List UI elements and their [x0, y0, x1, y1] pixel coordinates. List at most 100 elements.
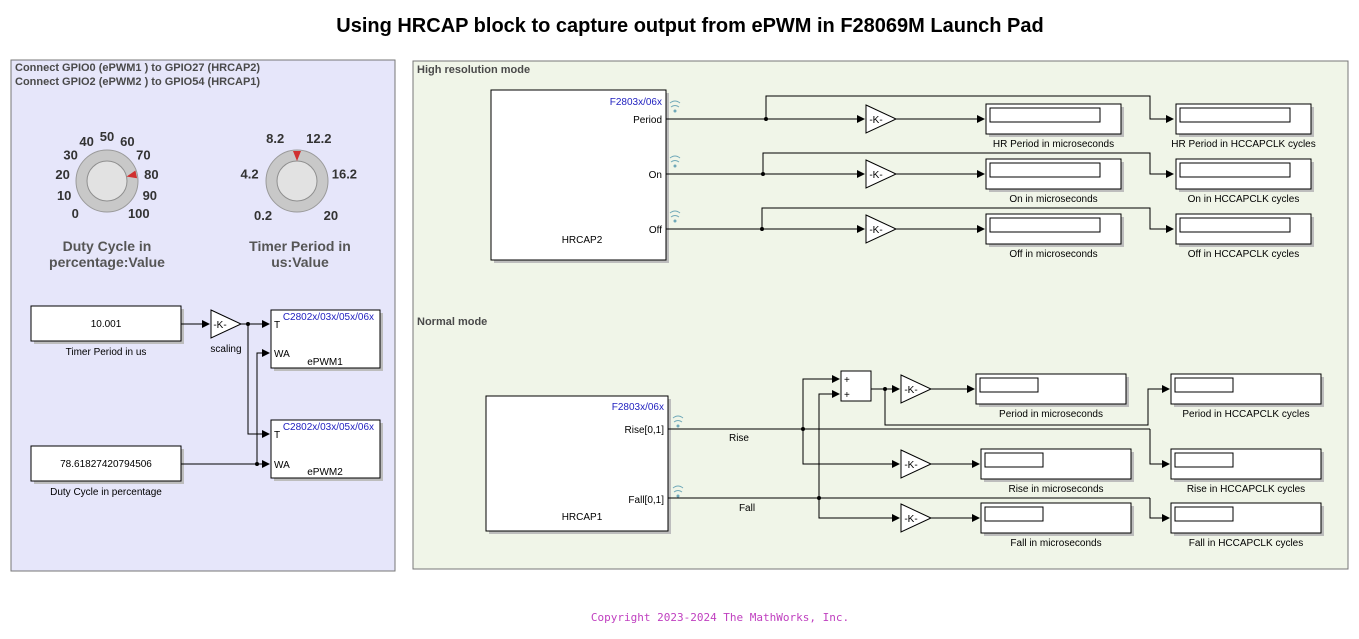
normal-display-cycles-label: Fall in HCCAPCLK cycles: [1189, 538, 1303, 549]
normal-gain-block[interactable]: [900, 374, 933, 404]
sum-sign-1: +: [844, 375, 850, 386]
duty-tick-label: 0: [72, 206, 79, 221]
hrcap2-port-on: On: [649, 170, 662, 181]
sum-block[interactable]: [840, 370, 872, 402]
period-knob-caption-1: Timer Period in: [249, 238, 351, 254]
model-title: Using HRCAP block to capture output from…: [336, 15, 1043, 37]
hr-display-us-readout: [989, 107, 1101, 123]
duty-tick-label: 70: [136, 148, 150, 163]
duty-tick-label: 30: [63, 148, 77, 163]
hrcap2-port-off: Off: [649, 225, 662, 236]
epwm2-label: ePWM2: [307, 467, 343, 478]
normal-gain-block[interactable]: [900, 503, 933, 533]
hr-display-cycles-label: On in HCCAPCLK cycles: [1188, 194, 1300, 205]
normal-gain-block-symbol: -K-: [904, 514, 917, 525]
timer-period-value: 10.001: [91, 319, 122, 330]
epwm1-block[interactable]: [270, 309, 381, 369]
normal-display-cycles-readout: [1174, 452, 1234, 468]
period-tick-label: 16.2: [332, 167, 357, 182]
sum-sign-2: +: [844, 390, 850, 401]
normal-gain-block[interactable]: [900, 449, 933, 479]
normal-gain-block-symbol: -K-: [904, 385, 917, 396]
epwm1-port-t: T: [274, 320, 280, 331]
epwm1-tag: C2802x/03x/05x/06x: [283, 312, 374, 323]
hrcap1-tag: F2803x/06x: [612, 402, 664, 413]
hrcap1-port-fall: Fall[0,1]: [628, 495, 664, 506]
timer-period-constant-block[interactable]: [30, 305, 182, 342]
wifi-icon: [672, 415, 684, 498]
duty-cycle-knob[interactable]: [75, 149, 139, 213]
epwm1-label: ePWM1: [307, 357, 343, 368]
normal-display-us-readout: [979, 377, 1039, 393]
connection-note-1: Connect GPIO0 (ePWM1 ) to GPIO27 (HRCAP2…: [15, 62, 260, 74]
normal-display-us-readout: [984, 452, 1044, 468]
hr-display-cycles-readout: [1179, 162, 1291, 178]
hr-gain-block-symbol: -K-: [869, 115, 882, 126]
left-wires: [181, 320, 270, 468]
duty-cycle-label: Duty Cycle in percentage: [50, 487, 162, 498]
epwm2-port-t: T: [274, 430, 280, 441]
hrcap1-block[interactable]: [485, 395, 669, 532]
hr-gain-block-symbol: -K-: [869, 170, 882, 181]
hr-display-us-label: Off in microseconds: [1009, 249, 1097, 260]
duty-tick-label: 20: [55, 167, 69, 182]
hrcap2-block[interactable]: [490, 89, 667, 261]
period-tick-label: 20: [324, 208, 338, 223]
period-tick-label: 8.2: [266, 131, 284, 146]
hrcap2-port-period: Period: [633, 115, 662, 126]
duty-tick-label: 10: [57, 188, 71, 203]
hr-display-cycles-label: HR Period in HCCAPCLK cycles: [1171, 139, 1316, 150]
duty-knob-pointer: [126, 170, 138, 179]
duty-cycle-constant-block[interactable]: [30, 445, 182, 482]
period-knob-pointer: [293, 151, 301, 161]
duty-tick-label: 40: [79, 134, 93, 149]
hr-display-us-readout: [989, 162, 1101, 178]
hr-display-us-readout: [989, 217, 1101, 233]
period-knob-caption-2: us:Value: [271, 254, 329, 270]
normal-area-title: Normal mode: [417, 316, 487, 328]
signal-rise-label: Rise: [729, 433, 749, 444]
normal-display-us-label: Fall in microseconds: [1010, 538, 1101, 549]
hrcap2-tag: F2803x/06x: [610, 97, 662, 108]
epwm1-port-wa: WA: [274, 349, 290, 360]
hr-gain-block[interactable]: [865, 214, 898, 244]
scaling-gain-symbol: -K-: [213, 320, 226, 331]
hr-gain-block-symbol: -K-: [869, 225, 882, 236]
hr-display-cycles-label: Off in HCCAPCLK cycles: [1188, 249, 1300, 260]
hr-area-title: High resolution mode: [417, 64, 530, 76]
timer-period-knob[interactable]: [265, 149, 329, 213]
connection-note-2: Connect GPIO2 (ePWM2 ) to GPIO54 (HRCAP1…: [15, 76, 260, 88]
duty-knob-caption-2: percentage:Value: [49, 254, 165, 270]
period-tick-label: 4.2: [241, 167, 259, 182]
scaling-gain-label: scaling: [210, 344, 241, 355]
normal-display-cycles-readout: [1174, 377, 1234, 393]
normal-display-cycles-label: Period in HCCAPCLK cycles: [1182, 409, 1309, 420]
normal-display-us-label: Period in microseconds: [999, 409, 1103, 420]
hr-gain-block[interactable]: [865, 159, 898, 189]
normal-display-cycles-readout: [1174, 506, 1234, 522]
duty-knob-caption-1: Duty Cycle in: [63, 238, 152, 254]
hr-display-cycles-readout: [1179, 217, 1291, 233]
epwm2-port-wa: WA: [274, 460, 290, 471]
duty-tick-label: 60: [120, 134, 134, 149]
scaling-gain-block[interactable]: [210, 309, 243, 339]
normal-display-us-label: Rise in microseconds: [1008, 484, 1103, 495]
duty-tick-label: 90: [143, 188, 157, 203]
signal-fall-label: Fall: [739, 503, 755, 514]
hrcap2-label: HRCAP2: [562, 235, 603, 246]
hrcap1-port-rise: Rise[0,1]: [625, 425, 665, 436]
hr-gain-block[interactable]: [865, 104, 898, 134]
hrcap1-label: HRCAP1: [562, 512, 603, 523]
duty-tick-label: 50: [100, 129, 114, 144]
normal-display-us-readout: [984, 506, 1044, 522]
timer-period-label: Timer Period in us: [66, 347, 147, 358]
normal-gain-block-symbol: -K-: [904, 460, 917, 471]
period-tick-label: 12.2: [306, 131, 331, 146]
copyright-notice: Copyright 2023-2024 The MathWorks, Inc.: [591, 611, 849, 624]
epwm2-block[interactable]: [270, 419, 381, 479]
hr-display-us-label: On in microseconds: [1009, 194, 1097, 205]
epwm2-tag: C2802x/03x/05x/06x: [283, 422, 374, 433]
hr-display-us-label: HR Period in microseconds: [993, 139, 1114, 150]
normal-display-cycles-label: Rise in HCCAPCLK cycles: [1187, 484, 1305, 495]
duty-tick-label: 100: [128, 206, 150, 221]
